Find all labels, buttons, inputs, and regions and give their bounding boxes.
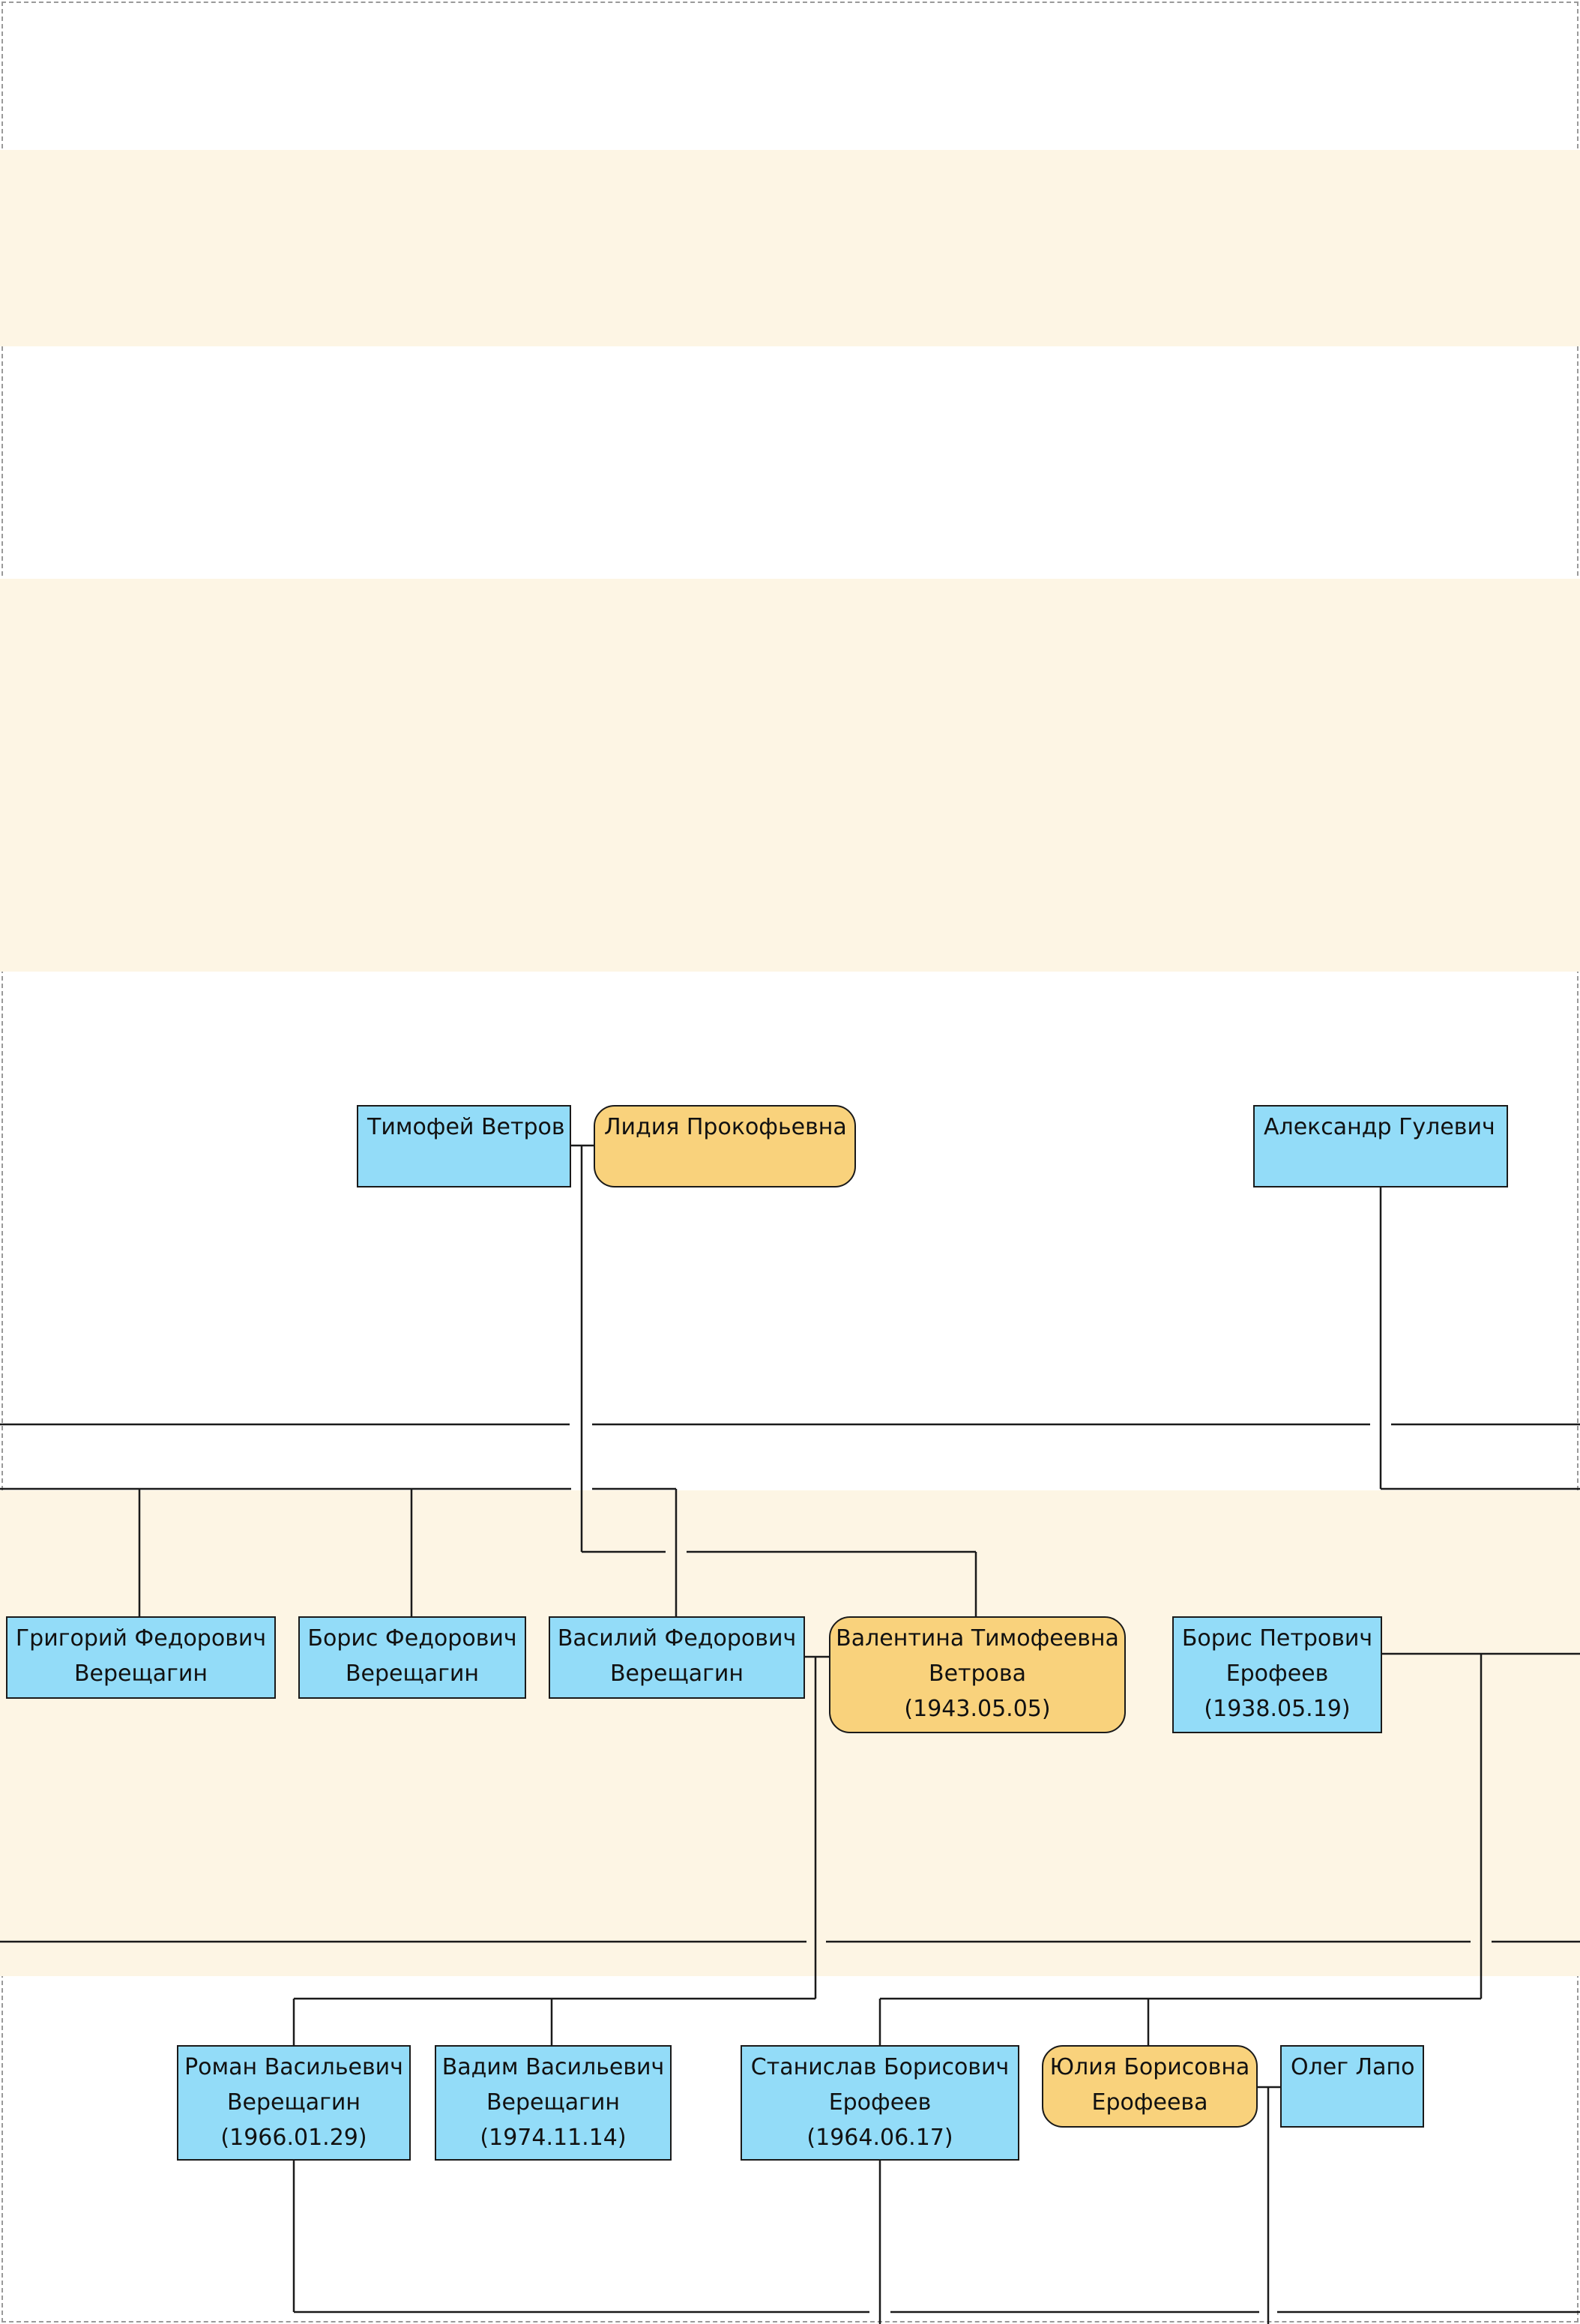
person-name-line1: Григорий Федорович: [15, 1625, 267, 1652]
person-card-aleksandr[interactable]: Александр Гулевич: [1253, 1105, 1508, 1187]
person-name-line1: Борис Петрович: [1181, 1625, 1373, 1652]
person-name-line1: Станислав Борисович: [750, 2054, 1010, 2080]
person-card-vasiliy[interactable]: Василий Федорович Верещагин: [549, 1616, 805, 1699]
person-card-valentina[interactable]: Валентина Тимофеевна Ветрова (1943.05.05…: [829, 1616, 1126, 1733]
person-card-lidiya[interactable]: Лидия Прокофьевна: [594, 1105, 856, 1187]
person-birth-date: (1964.06.17): [806, 2125, 953, 2151]
person-name: Лидия Прокофьевна: [604, 1114, 847, 1140]
person-card-timofey[interactable]: Тимофей Ветров: [357, 1105, 571, 1187]
person-name-line1: Вадим Васильевич: [441, 2054, 665, 2080]
person-name-line2: Верещагин: [73, 1661, 208, 1687]
person-name: Александр Гулевич: [1264, 1114, 1495, 1140]
person-name-line2: Ветрова: [929, 1661, 1026, 1687]
person-card-yuliya[interactable]: Юлия Борисовна Ерофеева: [1042, 2045, 1258, 2128]
person-birth-date: (1943.05.05): [904, 1696, 1051, 1722]
person-name-line1: Валентина Тимофеевна: [836, 1625, 1119, 1652]
person-card-oleg[interactable]: Олег Лапо: [1280, 2045, 1424, 2128]
person-birth-date: (1974.11.14): [480, 2125, 627, 2151]
person-card-boris-f[interactable]: Борис Федорович Верещагин: [298, 1616, 526, 1699]
person-name-line2: Ерофеев: [828, 2089, 932, 2116]
person-name-line2: Верещагин: [609, 1661, 744, 1687]
person-name-line2: Верещагин: [345, 1661, 480, 1687]
person-name-line2: Верещагин: [486, 2089, 621, 2116]
person-name: Олег Лапо: [1291, 2054, 1415, 2080]
person-name-line2: Ерофеев: [1225, 1661, 1329, 1687]
person-name: Тимофей Ветров: [367, 1114, 565, 1140]
person-name-line1: Роман Васильевич: [184, 2054, 403, 2080]
generation-band-2: [0, 579, 1580, 972]
person-name-line2: Верещагин: [226, 2089, 361, 2116]
person-name-line1: Юлия Борисовна: [1049, 2054, 1250, 2080]
generation-band-3: [0, 1490, 1580, 1976]
person-name-line2: Ерофеева: [1091, 2089, 1208, 2116]
person-card-roman[interactable]: Роман Васильевич Верещагин (1966.01.29): [177, 2045, 411, 2161]
person-name-line1: Борис Федорович: [307, 1625, 517, 1652]
person-card-stanislav[interactable]: Станислав Борисович Ерофеев (1964.06.17): [741, 2045, 1019, 2161]
person-card-grigoriy[interactable]: Григорий Федорович Верещагин: [6, 1616, 276, 1699]
person-birth-date: (1966.01.29): [220, 2125, 367, 2151]
generation-band-1: [0, 150, 1580, 346]
person-birth-date: (1938.05.19): [1204, 1696, 1351, 1722]
person-card-boris-p[interactable]: Борис Петрович Ерофеев (1938.05.19): [1172, 1616, 1382, 1733]
person-card-vadim[interactable]: Вадим Васильевич Верещагин (1974.11.14): [435, 2045, 672, 2161]
person-name-line1: Василий Федорович: [557, 1625, 797, 1652]
